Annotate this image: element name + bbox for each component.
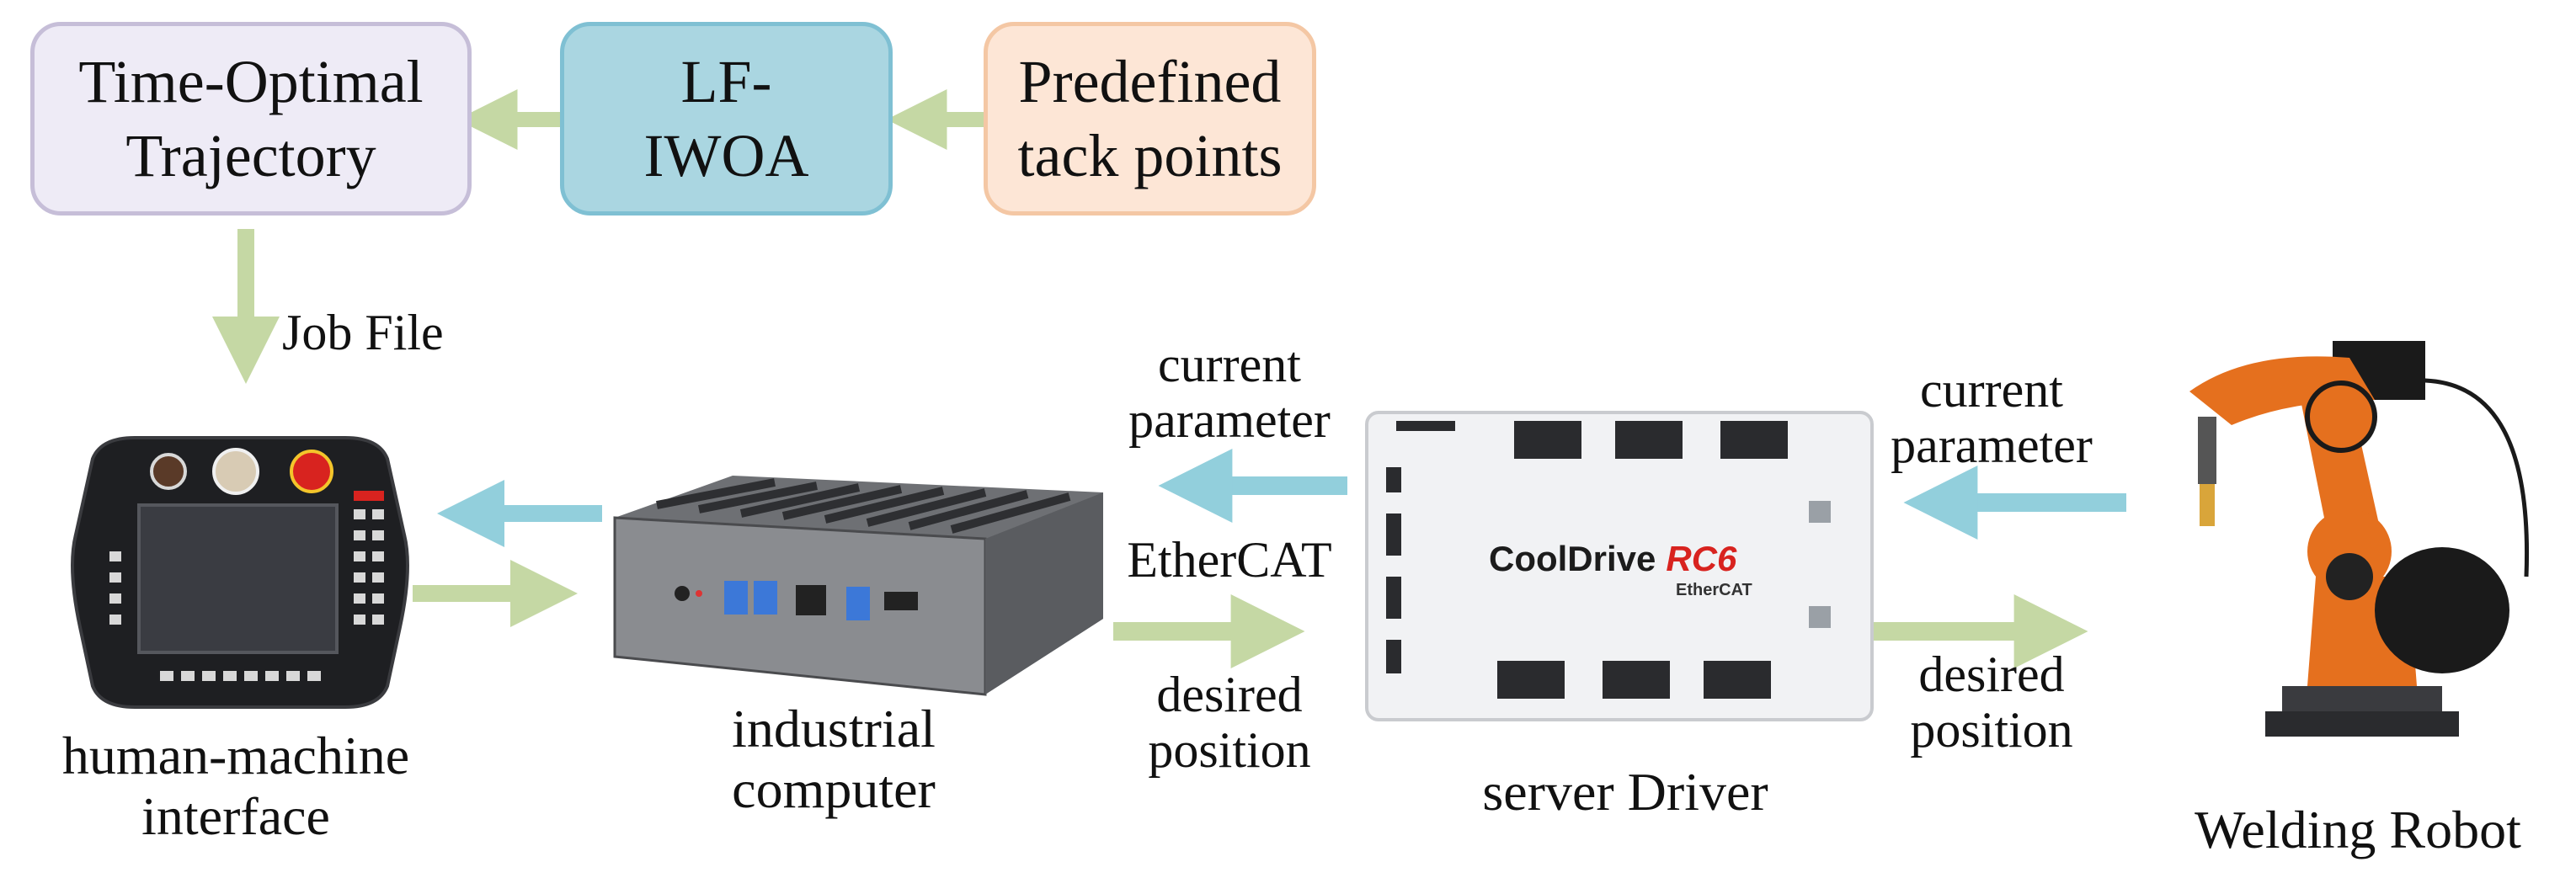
lf-iwoa-line1: LF- — [680, 48, 772, 115]
hmi-label-line2: interface — [141, 786, 330, 846]
mode-knob-icon — [212, 448, 259, 495]
industrial-computer-image — [606, 467, 1112, 703]
driver-model: RC6 — [1666, 539, 1737, 578]
welding-robot-image — [2139, 324, 2560, 770]
desired-position-1-line1: desired — [1156, 667, 1303, 722]
desired-position-label-2: desired position — [1865, 647, 2118, 758]
current-parameter-1-line1: current — [1158, 337, 1301, 392]
hmi-label-line1: human-machine — [61, 726, 410, 785]
desired-position-label-1: desired position — [1095, 667, 1364, 778]
driver-logo: CoolDrive RC6 — [1489, 539, 1736, 579]
desired-position-2-line1: desired — [1918, 647, 2065, 702]
job-file-label: Job File — [282, 305, 444, 360]
current-parameter-2-line1: current — [1920, 362, 2063, 418]
lf-iwoa-box: LF- IWOA — [560, 22, 893, 216]
time-optimal-trajectory-box: Time-Optimal Trajectory — [30, 22, 472, 216]
hmi-pendant-image — [67, 434, 413, 711]
time-optimal-line2: Trajectory — [125, 122, 376, 189]
computer-label-line1: industrial — [732, 699, 936, 758]
computer-label-line2: computer — [732, 759, 936, 819]
current-parameter-label-2: current parameter — [1865, 362, 2118, 473]
desired-position-1-line2: position — [1148, 722, 1311, 778]
server-driver-image: CoolDrive RC6 EtherCAT — [1363, 408, 1878, 728]
driver-sub-logo: EtherCAT — [1676, 581, 1752, 599]
predefined-tack-points-box: Predefined tack points — [984, 22, 1316, 216]
current-parameter-1-line2: parameter — [1128, 392, 1331, 448]
current-parameter-2-line2: parameter — [1891, 418, 2093, 473]
ethercat-label: EtherCAT — [1127, 532, 1332, 588]
current-parameter-label-1: current parameter — [1095, 337, 1364, 448]
time-optimal-line1: Time-Optimal — [78, 48, 424, 115]
key-switch-icon — [150, 453, 187, 490]
lf-iwoa-line2: IWOA — [643, 122, 809, 189]
hmi-label: human-machine interface — [17, 726, 455, 847]
emergency-stop-icon — [290, 450, 333, 493]
desired-position-2-line2: position — [1910, 702, 2073, 758]
robot-label: Welding Robot — [2195, 800, 2521, 859]
driver-label: server Driver — [1482, 762, 1768, 822]
driver-brand: CoolDrive — [1489, 539, 1656, 578]
predefined-line1: Predefined — [1018, 48, 1282, 115]
computer-label: industrial computer — [674, 699, 994, 820]
predefined-line2: tack points — [1017, 122, 1283, 189]
